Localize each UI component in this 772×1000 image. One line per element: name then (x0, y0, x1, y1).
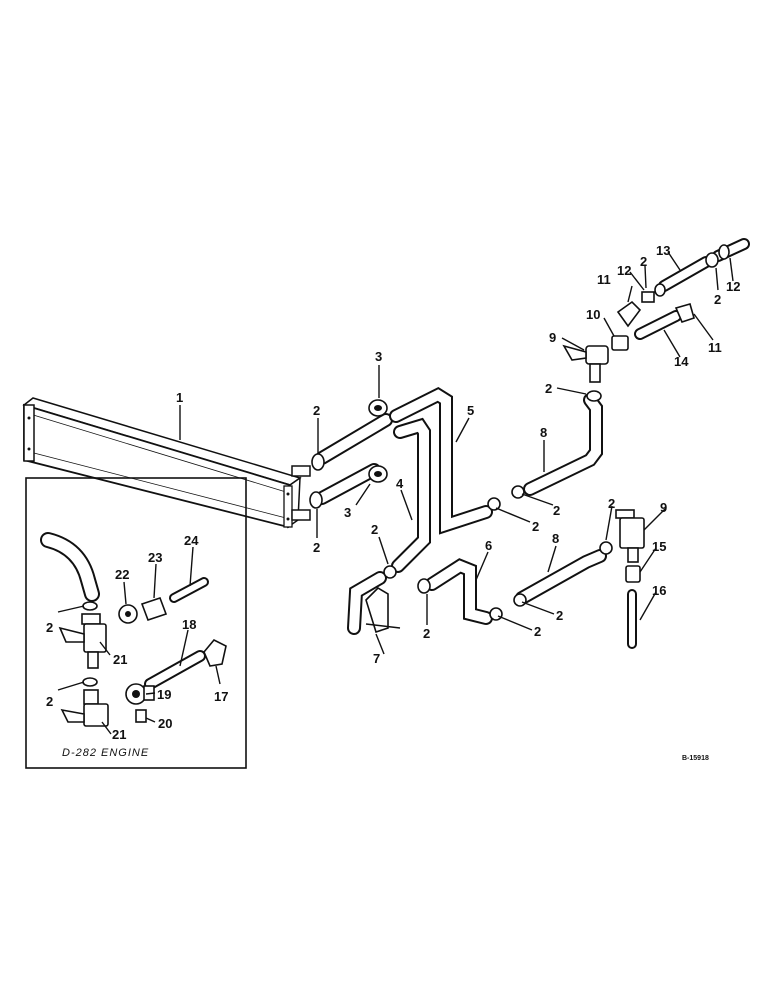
callout-1: 1 (176, 390, 183, 405)
callout-2: 2 (640, 254, 647, 269)
callout-10: 10 (586, 307, 600, 322)
callout-8: 8 (540, 425, 547, 440)
callout-9: 9 (660, 500, 667, 515)
d282-engine-inset (25, 477, 247, 769)
callout-2: 2 (534, 624, 541, 639)
callout-2: 2 (313, 540, 320, 555)
callout-11: 11 (708, 340, 722, 355)
callout-19: 19 (157, 687, 171, 702)
callout-21: 21 (112, 727, 126, 742)
callout-3: 3 (375, 349, 382, 364)
callout-14: 14 (674, 354, 689, 369)
callout-22: 22 (115, 567, 129, 582)
callout-12: 12 (617, 263, 631, 278)
callout-17: 17 (214, 689, 228, 704)
callout-9: 9 (549, 330, 556, 345)
callout-2: 2 (46, 694, 53, 709)
callout-2: 2 (423, 626, 430, 641)
callout-15: 15 (652, 539, 666, 554)
inset-caption: D-282 ENGINE (62, 747, 149, 759)
callout-2: 2 (46, 620, 53, 635)
callout-6: 6 (485, 538, 492, 553)
callout-13: 13 (656, 243, 670, 258)
callout-24: 24 (184, 533, 199, 548)
callout-2: 2 (545, 381, 552, 396)
callout-8: 8 (552, 531, 559, 546)
cooler-lines (315, 238, 750, 649)
callout-16: 16 (652, 583, 666, 598)
callout-21: 21 (113, 652, 127, 667)
callout-11: 11 (597, 272, 611, 287)
callout-2: 2 (532, 519, 539, 534)
callout-20: 20 (158, 716, 172, 731)
callout-3: 3 (344, 505, 351, 520)
oil-cooler-radiator (22, 397, 311, 529)
callout-2: 2 (608, 496, 615, 511)
callout-2: 2 (313, 403, 320, 418)
callout-23: 23 (148, 550, 162, 565)
drawing-code: B-15918 (682, 755, 709, 762)
fittings (309, 244, 730, 634)
callout-5: 5 (467, 403, 474, 418)
leader-lines (179, 251, 734, 655)
callout-12: 12 (726, 279, 740, 294)
callout-4: 4 (396, 476, 404, 491)
callout-2: 2 (714, 292, 721, 307)
callout-2: 2 (556, 608, 563, 623)
callout-18: 18 (182, 617, 196, 632)
callout-2: 2 (553, 503, 560, 518)
callout-labels: 1 2 2 3 3 4 5 8 2 2 2 6 8 2 7 2 2 2 9 10… (46, 243, 740, 762)
callout-2: 2 (371, 522, 378, 537)
callout-7: 7 (373, 651, 380, 666)
